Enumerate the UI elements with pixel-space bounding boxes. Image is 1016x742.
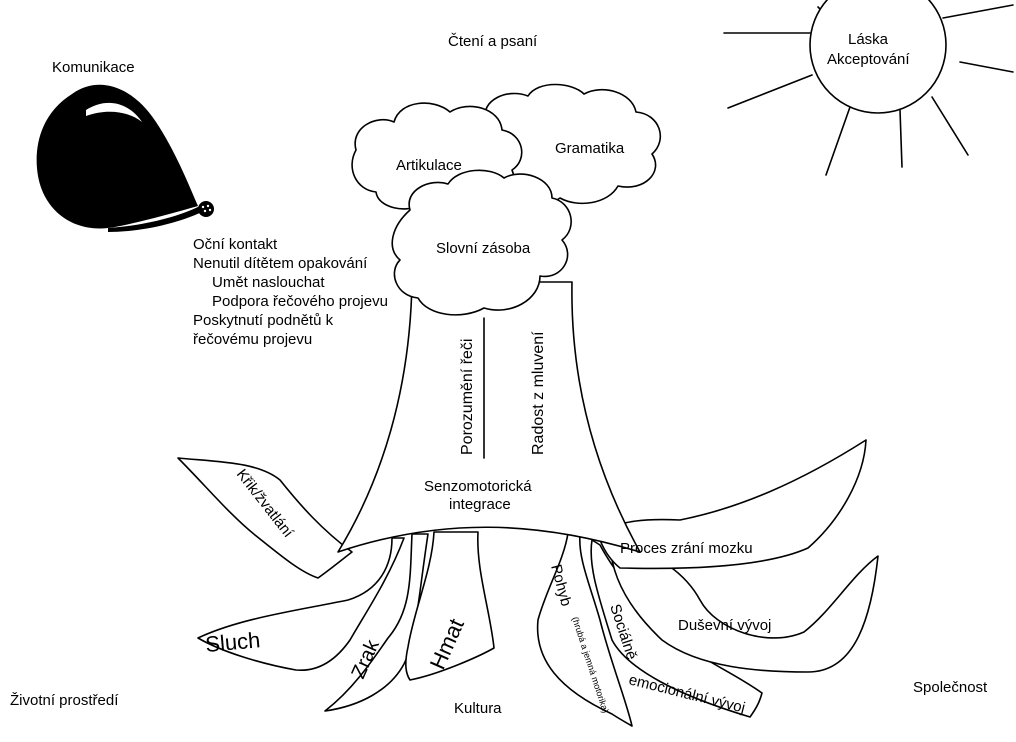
label-komunikace: Komunikace [52,59,135,76]
label-kultura: Kultura [454,700,502,717]
sun-ray [943,5,1013,18]
list-item: Umět naslouchat [212,274,325,291]
sun-icon [724,0,1013,175]
trunk-label-integration: integrace [449,496,511,513]
sun-ray [826,107,850,175]
trunk-label-comprehension: Porozumění řeči [459,339,476,456]
root-label-hearing: Sluch [204,627,261,657]
root-label-brain: Proces zrání mozku [620,540,753,557]
root-cry [178,458,352,578]
label-cteni-a-psani: Čtení a psaní [448,33,538,50]
list-item: Podpora řečového projevu [212,293,388,310]
list-item: Oční kontakt [193,236,278,253]
cloud-label-articulation: Artikulace [396,157,462,174]
sun-ray [932,97,968,155]
list-item: řečovému projevu [193,331,312,348]
trunk-label-sensomotor: Senzomotorická [424,478,532,495]
list-item: Nenutil dítětem opakování [193,255,368,272]
label-spolecnost: Společnost [913,679,988,696]
sun-ray [900,110,902,167]
sun-ray [960,62,1013,72]
cloud-label-grammar: Gramatika [555,140,625,157]
label-zivotni-prostredi: Životní prostředí [10,692,119,709]
trunk-label-joy: Radost z mluvení [530,331,547,455]
speaking-mouth-icon [37,85,214,232]
cloud-label-vocabulary: Slovní zásoba [436,240,531,257]
sun-ray [728,75,812,108]
sun-label-laska: Láska [848,31,889,48]
root-label-mental: Duševní vývoj [678,617,771,634]
sun-label-akceptovani: Akceptování [827,51,910,68]
list-item: Poskytnutí podnětů k [193,312,334,329]
